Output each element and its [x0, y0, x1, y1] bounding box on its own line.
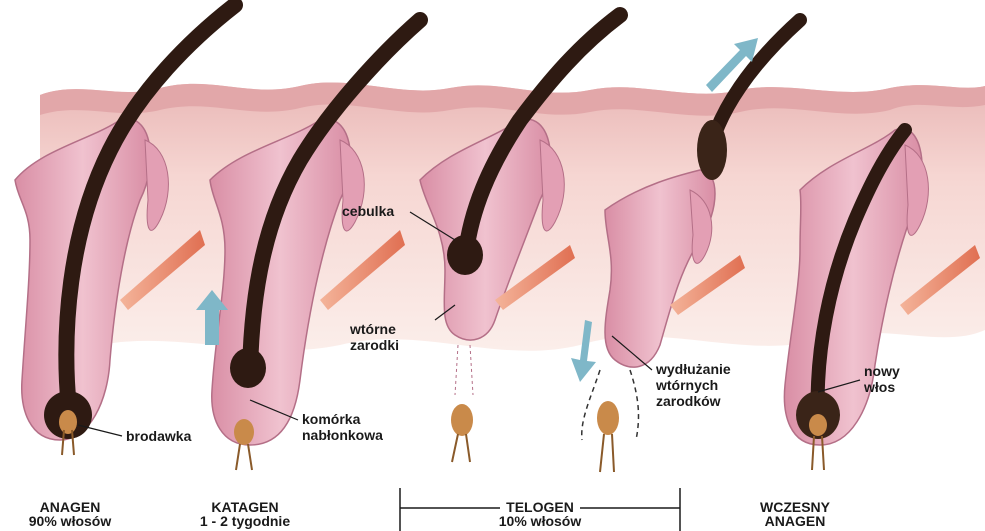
stage-anagen-sub: 90% włosów: [10, 514, 130, 528]
label-wlos: włos: [864, 380, 895, 395]
stage-katagen-sub: 1 - 2 tygodnie: [175, 514, 315, 528]
label-cebulka: cebulka: [342, 204, 394, 219]
label-wtorne: wtórne: [350, 322, 396, 337]
label-zarodkow: zarodków: [656, 394, 721, 409]
label-zarodki: zarodki: [350, 338, 399, 353]
label-wtornych: wtórnych: [656, 378, 718, 393]
label-komorka: komórka: [302, 412, 360, 427]
stage-telogen-sub: 10% włosów: [480, 514, 600, 528]
stage-wczesny-title: WCZESNY: [735, 500, 855, 514]
label-nablonkowa: nabłonkowa: [302, 428, 383, 443]
stage-katagen-title: KATAGEN: [175, 500, 315, 514]
stage-anagen-title: ANAGEN: [10, 500, 130, 514]
label-brodawka: brodawka: [126, 429, 191, 444]
stage-wczesny-sub: ANAGEN: [735, 514, 855, 528]
label-wydluzanie: wydłużanie: [656, 362, 731, 377]
stage-telogen-title: TELOGEN: [480, 500, 600, 514]
label-nowy: nowy: [864, 364, 900, 379]
